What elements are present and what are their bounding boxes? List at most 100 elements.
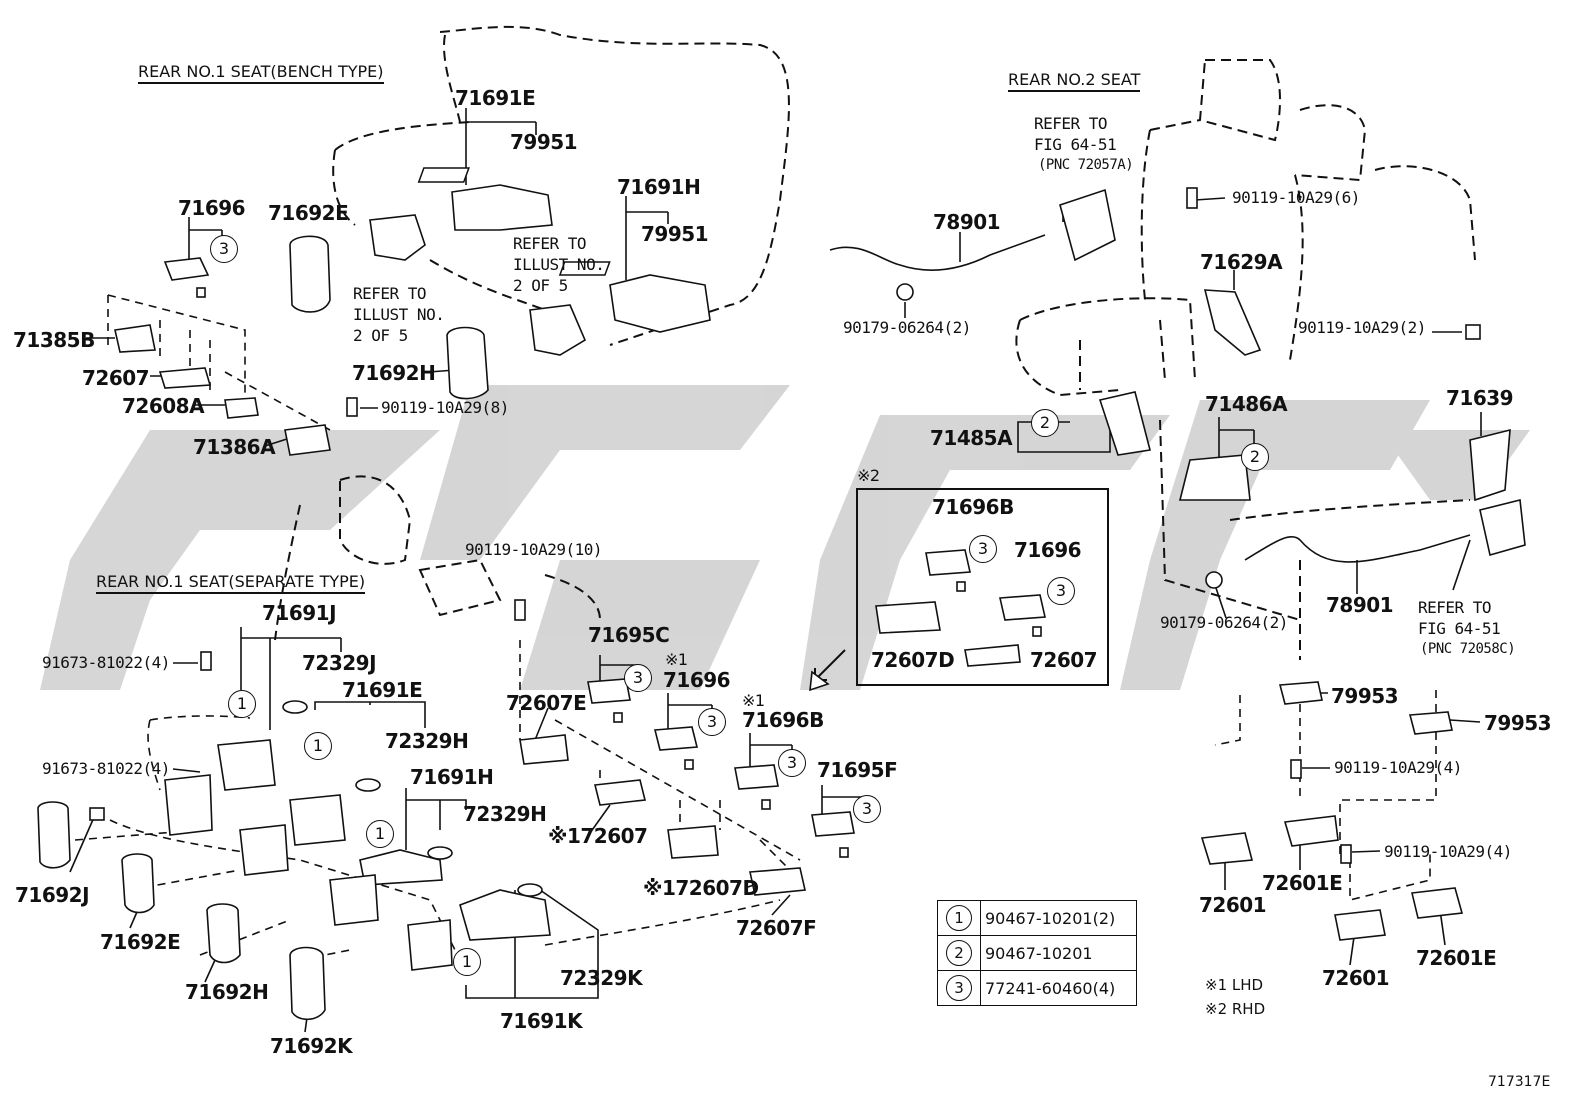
cover-71692J bbox=[37, 801, 71, 869]
cup-79953-b bbox=[1408, 711, 1453, 735]
callout-3: 3 bbox=[210, 235, 238, 263]
refer-illust-b-1: REFER TO bbox=[353, 284, 427, 303]
refer-fig-a-3: (PNC 72057A) bbox=[1038, 157, 1134, 173]
section-separate-title: REAR NO.1 SEAT(SEPARATE TYPE) bbox=[96, 572, 366, 594]
bracket-72601-b bbox=[1334, 909, 1386, 941]
bracket-72607-b bbox=[594, 779, 646, 806]
part-label: 78901 bbox=[933, 210, 1001, 234]
bracket-71385B bbox=[114, 324, 156, 353]
callout-2: 2 bbox=[1241, 443, 1269, 471]
hinge-71691J bbox=[217, 739, 276, 791]
part-label: 72608A bbox=[122, 394, 205, 418]
part-label: 72601E bbox=[1262, 871, 1343, 895]
part-label: 71691H bbox=[617, 175, 701, 199]
part-label: 90119-10A29(4) bbox=[1384, 842, 1512, 861]
bench-seat-outline bbox=[274, 25, 790, 641]
part-label: 72607F bbox=[736, 916, 817, 940]
note-rhd: ※2 RHD bbox=[1205, 1000, 1266, 1018]
rhd-mark: ※2 bbox=[857, 466, 880, 485]
bracket-71486A bbox=[1178, 454, 1251, 501]
part-label: 71385B bbox=[13, 328, 95, 352]
part-label: 90119-10A29(4) bbox=[1334, 758, 1462, 777]
cable-78901-a bbox=[829, 234, 1046, 271]
callout-1: 1 bbox=[453, 948, 481, 976]
cover-71692H-b bbox=[206, 903, 241, 964]
part-label: 71692J bbox=[15, 883, 90, 907]
part-label: 71695F bbox=[817, 758, 898, 782]
part-label: 71691H bbox=[410, 765, 494, 789]
watermark-logo bbox=[40, 385, 1530, 690]
cover-71692E-b bbox=[121, 853, 155, 914]
part-label: 72329H bbox=[463, 802, 547, 826]
cup-71696-a bbox=[163, 257, 210, 281]
part-label: 71691E bbox=[342, 678, 423, 702]
legend-num: 3 bbox=[946, 975, 972, 1001]
bracket-72601E-a bbox=[1283, 815, 1339, 847]
figure-id: 717317E bbox=[1488, 1074, 1551, 1090]
part-label: 90179-06264(2) bbox=[843, 318, 971, 337]
bracket-72607D-box bbox=[875, 601, 941, 634]
part-shapes bbox=[37, 167, 1526, 1021]
latch-b bbox=[1479, 499, 1526, 557]
cup-71695F bbox=[811, 811, 855, 837]
refer-illust-a-3: 2 OF 5 bbox=[513, 276, 568, 295]
rail-4 bbox=[407, 919, 453, 971]
rail-2 bbox=[239, 824, 289, 876]
bracket-72607F bbox=[749, 867, 806, 896]
part-label: 71691J bbox=[262, 601, 337, 625]
part-label: 72329H bbox=[385, 729, 469, 753]
lhd-mark: ※1 bbox=[665, 650, 688, 669]
rhd-box bbox=[856, 488, 1109, 686]
hinge-left bbox=[369, 214, 426, 261]
part-label: 71692E bbox=[268, 201, 349, 225]
lhd-mark: ※1 bbox=[742, 691, 765, 710]
legend-row: 3 77241-60460(4) bbox=[937, 970, 1137, 1006]
part-label: 71691K bbox=[500, 1009, 583, 1033]
cover-71629A bbox=[1203, 289, 1262, 356]
cup-71696-b bbox=[653, 726, 699, 751]
bracket-72607E bbox=[519, 734, 569, 765]
refer-illust-a-2: ILLUST NO. bbox=[513, 255, 605, 274]
part-label: 90179-06264(2) bbox=[1160, 613, 1288, 632]
bracket-72608A bbox=[224, 397, 259, 419]
part-label: 71386A bbox=[193, 435, 276, 459]
cup-71696B-box bbox=[925, 549, 971, 576]
callout-3: 3 bbox=[778, 749, 806, 777]
cable-78901-b bbox=[1244, 534, 1471, 563]
bracket-72607D-b bbox=[667, 825, 719, 859]
part-label: 79951 bbox=[510, 130, 578, 154]
part-label: 71486A bbox=[1205, 392, 1288, 416]
part-label: 71696B bbox=[932, 495, 1014, 519]
part-label: 90119-10A29(10) bbox=[465, 540, 603, 559]
rail-1 bbox=[164, 774, 213, 836]
callout-3: 3 bbox=[969, 535, 997, 563]
part-label: 72601 bbox=[1199, 893, 1267, 917]
refer-fig-a-2: FIG 64-51 bbox=[1034, 135, 1117, 154]
part-label: 71696B bbox=[742, 708, 824, 732]
callout-3: 3 bbox=[698, 708, 726, 736]
legend-part: 90467-10201 bbox=[980, 935, 1137, 971]
callout-1: 1 bbox=[366, 820, 394, 848]
legend-row: 1 90467-10201(2) bbox=[937, 900, 1137, 936]
part-label: 72607D bbox=[871, 648, 955, 672]
part-label: 71692H bbox=[352, 361, 436, 385]
refer-illust-b-2: ILLUST NO. bbox=[353, 305, 445, 324]
legend-num: 2 bbox=[946, 940, 972, 966]
cover-71639 bbox=[1469, 428, 1511, 502]
refer-fig-b-2: FIG 64-51 bbox=[1418, 619, 1501, 638]
refer-fig-b-3: (PNC 72058C) bbox=[1420, 641, 1516, 657]
part-label: ※172607D bbox=[643, 876, 759, 900]
part-label: 71629A bbox=[1200, 250, 1283, 274]
refer-fig-b-1: REFER TO bbox=[1418, 598, 1492, 617]
part-label: 72607 bbox=[1030, 648, 1098, 672]
rear2-seat-outline bbox=[1015, 59, 1476, 660]
part-label: 79953 bbox=[1331, 684, 1399, 708]
part-label: 71691E bbox=[455, 86, 536, 110]
hinge-right bbox=[529, 304, 587, 356]
latch-a bbox=[1059, 188, 1116, 262]
part-label: 79951 bbox=[641, 222, 709, 246]
arrow-head bbox=[809, 670, 830, 692]
callout-3: 3 bbox=[853, 795, 881, 823]
